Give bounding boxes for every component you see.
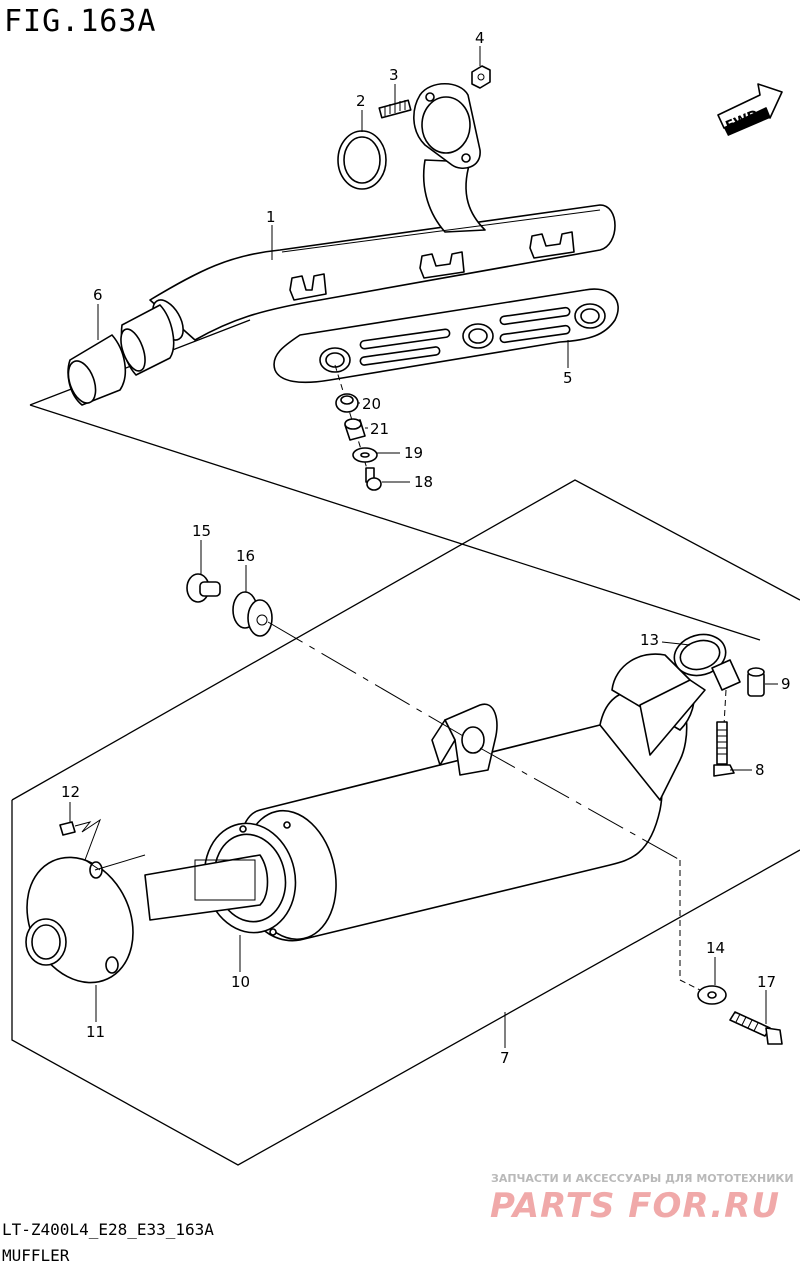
- callout-11: 11: [86, 1023, 105, 1041]
- washer-bolt: [729, 1011, 783, 1045]
- mount-bolt: [186, 573, 221, 603]
- callout-9: 9: [781, 675, 791, 693]
- alignment-line: [479, 747, 681, 861]
- exhaust-pipe: [149, 159, 616, 341]
- callout-3: 3: [389, 66, 399, 84]
- stud-bolt: [378, 99, 412, 119]
- callout-8: 8: [755, 761, 765, 779]
- callout-5: 5: [563, 369, 573, 387]
- callout-10: 10: [231, 973, 250, 991]
- callout-20: 20: [362, 395, 381, 413]
- clamp-collar: [747, 667, 765, 697]
- callout-6: 6: [93, 286, 103, 304]
- callout-14: 14: [706, 939, 725, 957]
- pipe-brackets: [289, 231, 575, 301]
- flange-nut: [471, 65, 491, 89]
- end-cap-screw: [59, 818, 102, 871]
- callout-18: 18: [414, 473, 433, 491]
- grommet: [232, 591, 471, 741]
- heat-shield: [273, 288, 619, 384]
- callout-1: 1: [266, 208, 276, 226]
- callout-15: 15: [192, 522, 211, 540]
- watermark-brand: PARTS FOR.RU: [490, 1186, 780, 1226]
- washer: [679, 860, 727, 1005]
- callout-2: 2: [356, 92, 366, 110]
- pipe-flange: [413, 83, 481, 169]
- spark-arrester: [144, 821, 297, 936]
- fwd-arrow-icon: FWD: [717, 83, 783, 136]
- callout-7: 7: [500, 1049, 510, 1067]
- watermark-tagline: ЗАПЧАСТИ И АКСЕССУАРЫ ДЛЯ МОТОТЕХНИКИ: [491, 1172, 794, 1185]
- callout-4: 4: [475, 29, 485, 47]
- callout-13: 13: [640, 631, 659, 649]
- callout-16: 16: [236, 547, 255, 565]
- model-code: LT-Z400L4_E28_E33_163A: [2, 1220, 214, 1239]
- muffler-body: [237, 653, 706, 942]
- callout-leaders: [69, 46, 778, 1048]
- figure-title: FIG.163A: [4, 4, 157, 39]
- callout-17: 17: [757, 973, 776, 991]
- callout-19: 19: [404, 444, 423, 462]
- section-name: MUFFLER: [2, 1246, 70, 1265]
- callout-21: 21: [370, 420, 389, 438]
- callout-12: 12: [61, 783, 80, 801]
- muffler-mount-bracket: [431, 703, 498, 776]
- connector-pipe: [67, 304, 175, 406]
- end-cap: [25, 854, 146, 984]
- shield-mount-hardware: [334, 364, 382, 491]
- lower-group-outline: [11, 479, 800, 801]
- clamp-bolt: [713, 689, 735, 777]
